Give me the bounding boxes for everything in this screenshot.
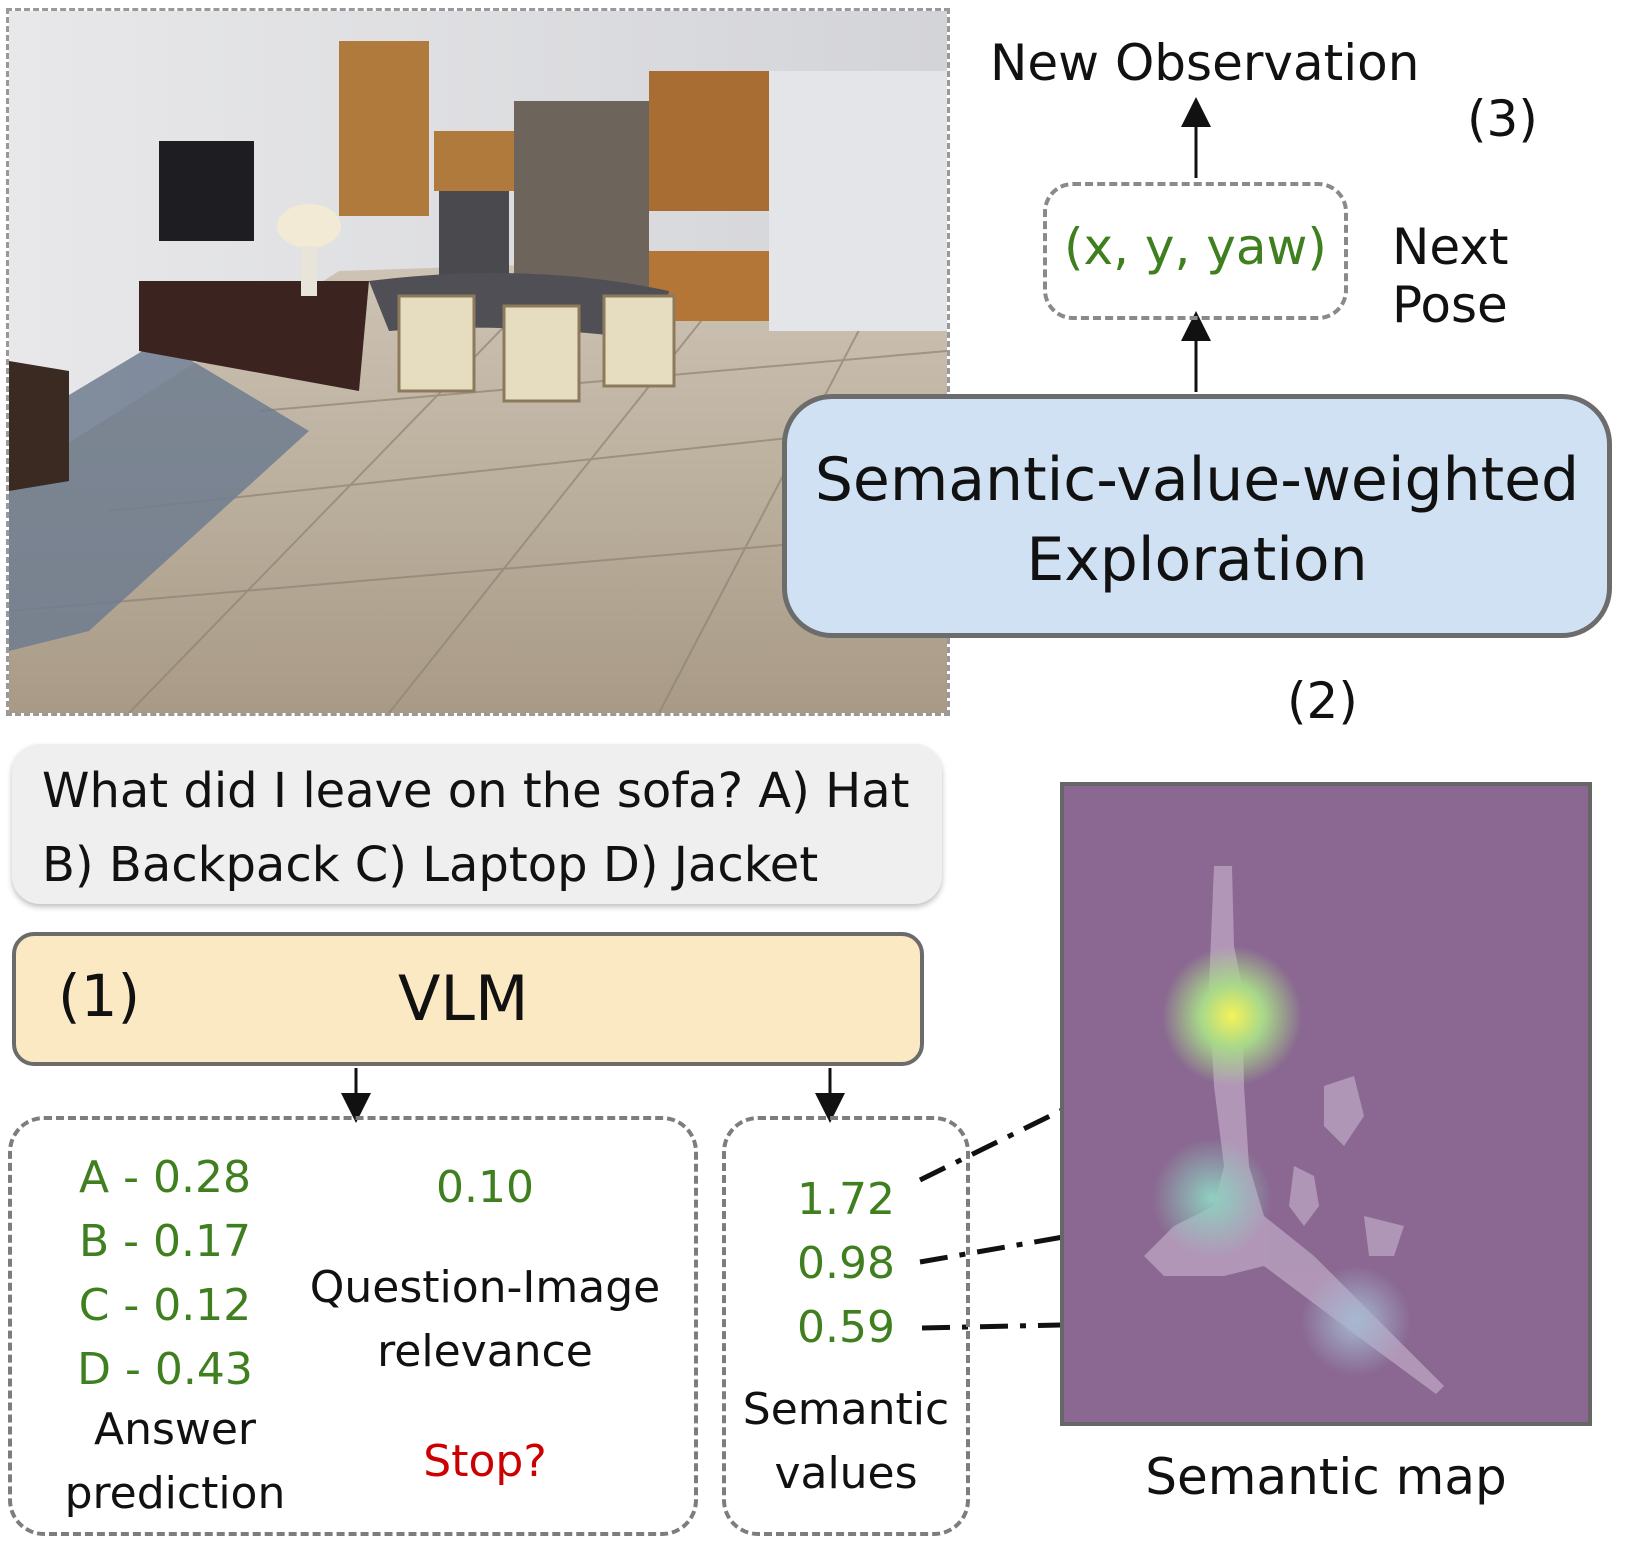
semantic-map — [1060, 782, 1592, 1426]
semantic-value-3: 0.59 — [797, 1302, 895, 1353]
relevance-label-line-1: Question-Image — [309, 1262, 661, 1313]
question-box — [12, 744, 942, 904]
answer-scores: A - 0.28 B - 0.17 C - 0.12 D - 0.43 — [55, 1146, 275, 1402]
next-pose-box — [1043, 182, 1348, 320]
semantic-label-line-2: values — [774, 1448, 918, 1499]
semantic-value-1: 1.72 — [797, 1174, 895, 1225]
answer-label-line-1: Answer — [93, 1404, 257, 1455]
semantic-values-label: Semantic values — [722, 1378, 970, 1506]
semantic-map-heatmap — [1144, 866, 1444, 1394]
question-line-2: B) Backpack C) Laptop D) Jacket — [42, 837, 819, 893]
answer-score-b: B - 0.17 — [78, 1216, 251, 1267]
vlm-label: VLM — [398, 962, 529, 1035]
semantic-value-list: 1.72 0.98 0.59 — [722, 1168, 970, 1360]
semantic-label-line-1: Semantic — [742, 1384, 950, 1435]
exploration-line-2: Exploration — [1026, 525, 1368, 595]
next-pose-label: Next Pose — [1392, 218, 1509, 334]
exploration-line-1: Semantic-value-weighted — [814, 445, 1580, 515]
relevance-score: 0.10 — [436, 1162, 534, 1213]
answer-prediction-label: Answer prediction — [40, 1398, 310, 1526]
answer-label-line-2: prediction — [64, 1468, 286, 1519]
semantic-value-2: 0.98 — [797, 1238, 895, 1289]
vlm-module — [12, 932, 924, 1066]
answer-score-c: C - 0.12 — [78, 1280, 252, 1331]
stop-question: Stop? — [423, 1436, 547, 1487]
question-line-1: What did I leave on the sofa? A) Hat — [42, 763, 910, 819]
exploration-module — [782, 394, 1612, 638]
answer-score-d: D - 0.43 — [77, 1344, 253, 1395]
link-value-2-to-map — [919, 1215, 1173, 1265]
question-text: What did I leave on the sofa? A) Hat B) … — [42, 754, 942, 902]
step-3-label: (3) — [1467, 90, 1538, 148]
semantic-map-label: Semantic map — [1145, 1448, 1507, 1506]
answer-score-a: A - 0.28 — [79, 1152, 251, 1203]
relevance-label: Question-Image relevance — [290, 1256, 680, 1384]
relevance-label-line-2: relevance — [377, 1326, 593, 1377]
step-1-label: (1) — [58, 962, 141, 1030]
pose-value: (x, y, yaw) — [1064, 218, 1327, 276]
semantic-values-box — [722, 1116, 970, 1536]
new-observation-label: New Observation — [990, 34, 1420, 92]
step-2-label: (2) — [1287, 672, 1358, 730]
vlm-output-box — [8, 1116, 698, 1536]
exploration-title: Semantic-value-weighted Exploration — [782, 440, 1612, 600]
